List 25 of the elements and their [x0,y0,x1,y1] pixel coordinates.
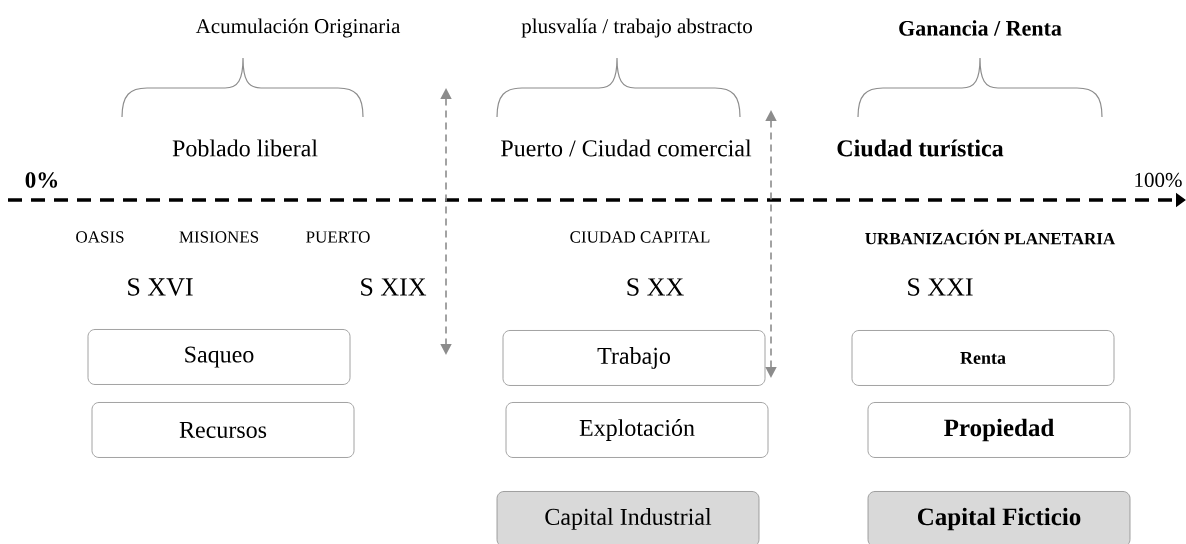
city-label: Ciudad turística [837,139,1004,157]
place-label: URBANIZACIÓN PLANETARIA [865,229,1116,245]
concept-box: Explotación [505,402,769,458]
concept-box: Recursos [91,402,355,458]
concept-box: Saqueo [87,329,351,385]
period-label: plusvalía / trabajo abstracto [521,18,752,38]
place-label: PUERTO [306,231,370,243]
city-label: Poblado liberal [172,139,318,157]
city-label: Puerto / Ciudad comercial [501,139,752,157]
concept-box: Renta [851,330,1115,386]
place-label: OASIS [76,231,124,243]
axis-label: 100% [1135,172,1182,188]
period-label: Ganancia / Renta [899,20,1062,36]
place-label: MISIONES [179,231,259,243]
century-label: S XXI [908,278,973,296]
axis-label: 0% [25,172,58,188]
century-label: S XIX [361,278,427,296]
century-label: S XX [627,278,684,296]
concept-box: Capital Industrial [496,491,760,544]
period-label: Acumulación Originaria [195,18,401,38]
place-label: CIUDAD CAPITAL [570,231,710,243]
concept-box: Capital Ficticio [867,491,1131,544]
concept-box: Trabajo [502,330,766,386]
century-label: S XVI [128,278,193,296]
concept-box: Propiedad [867,402,1131,458]
